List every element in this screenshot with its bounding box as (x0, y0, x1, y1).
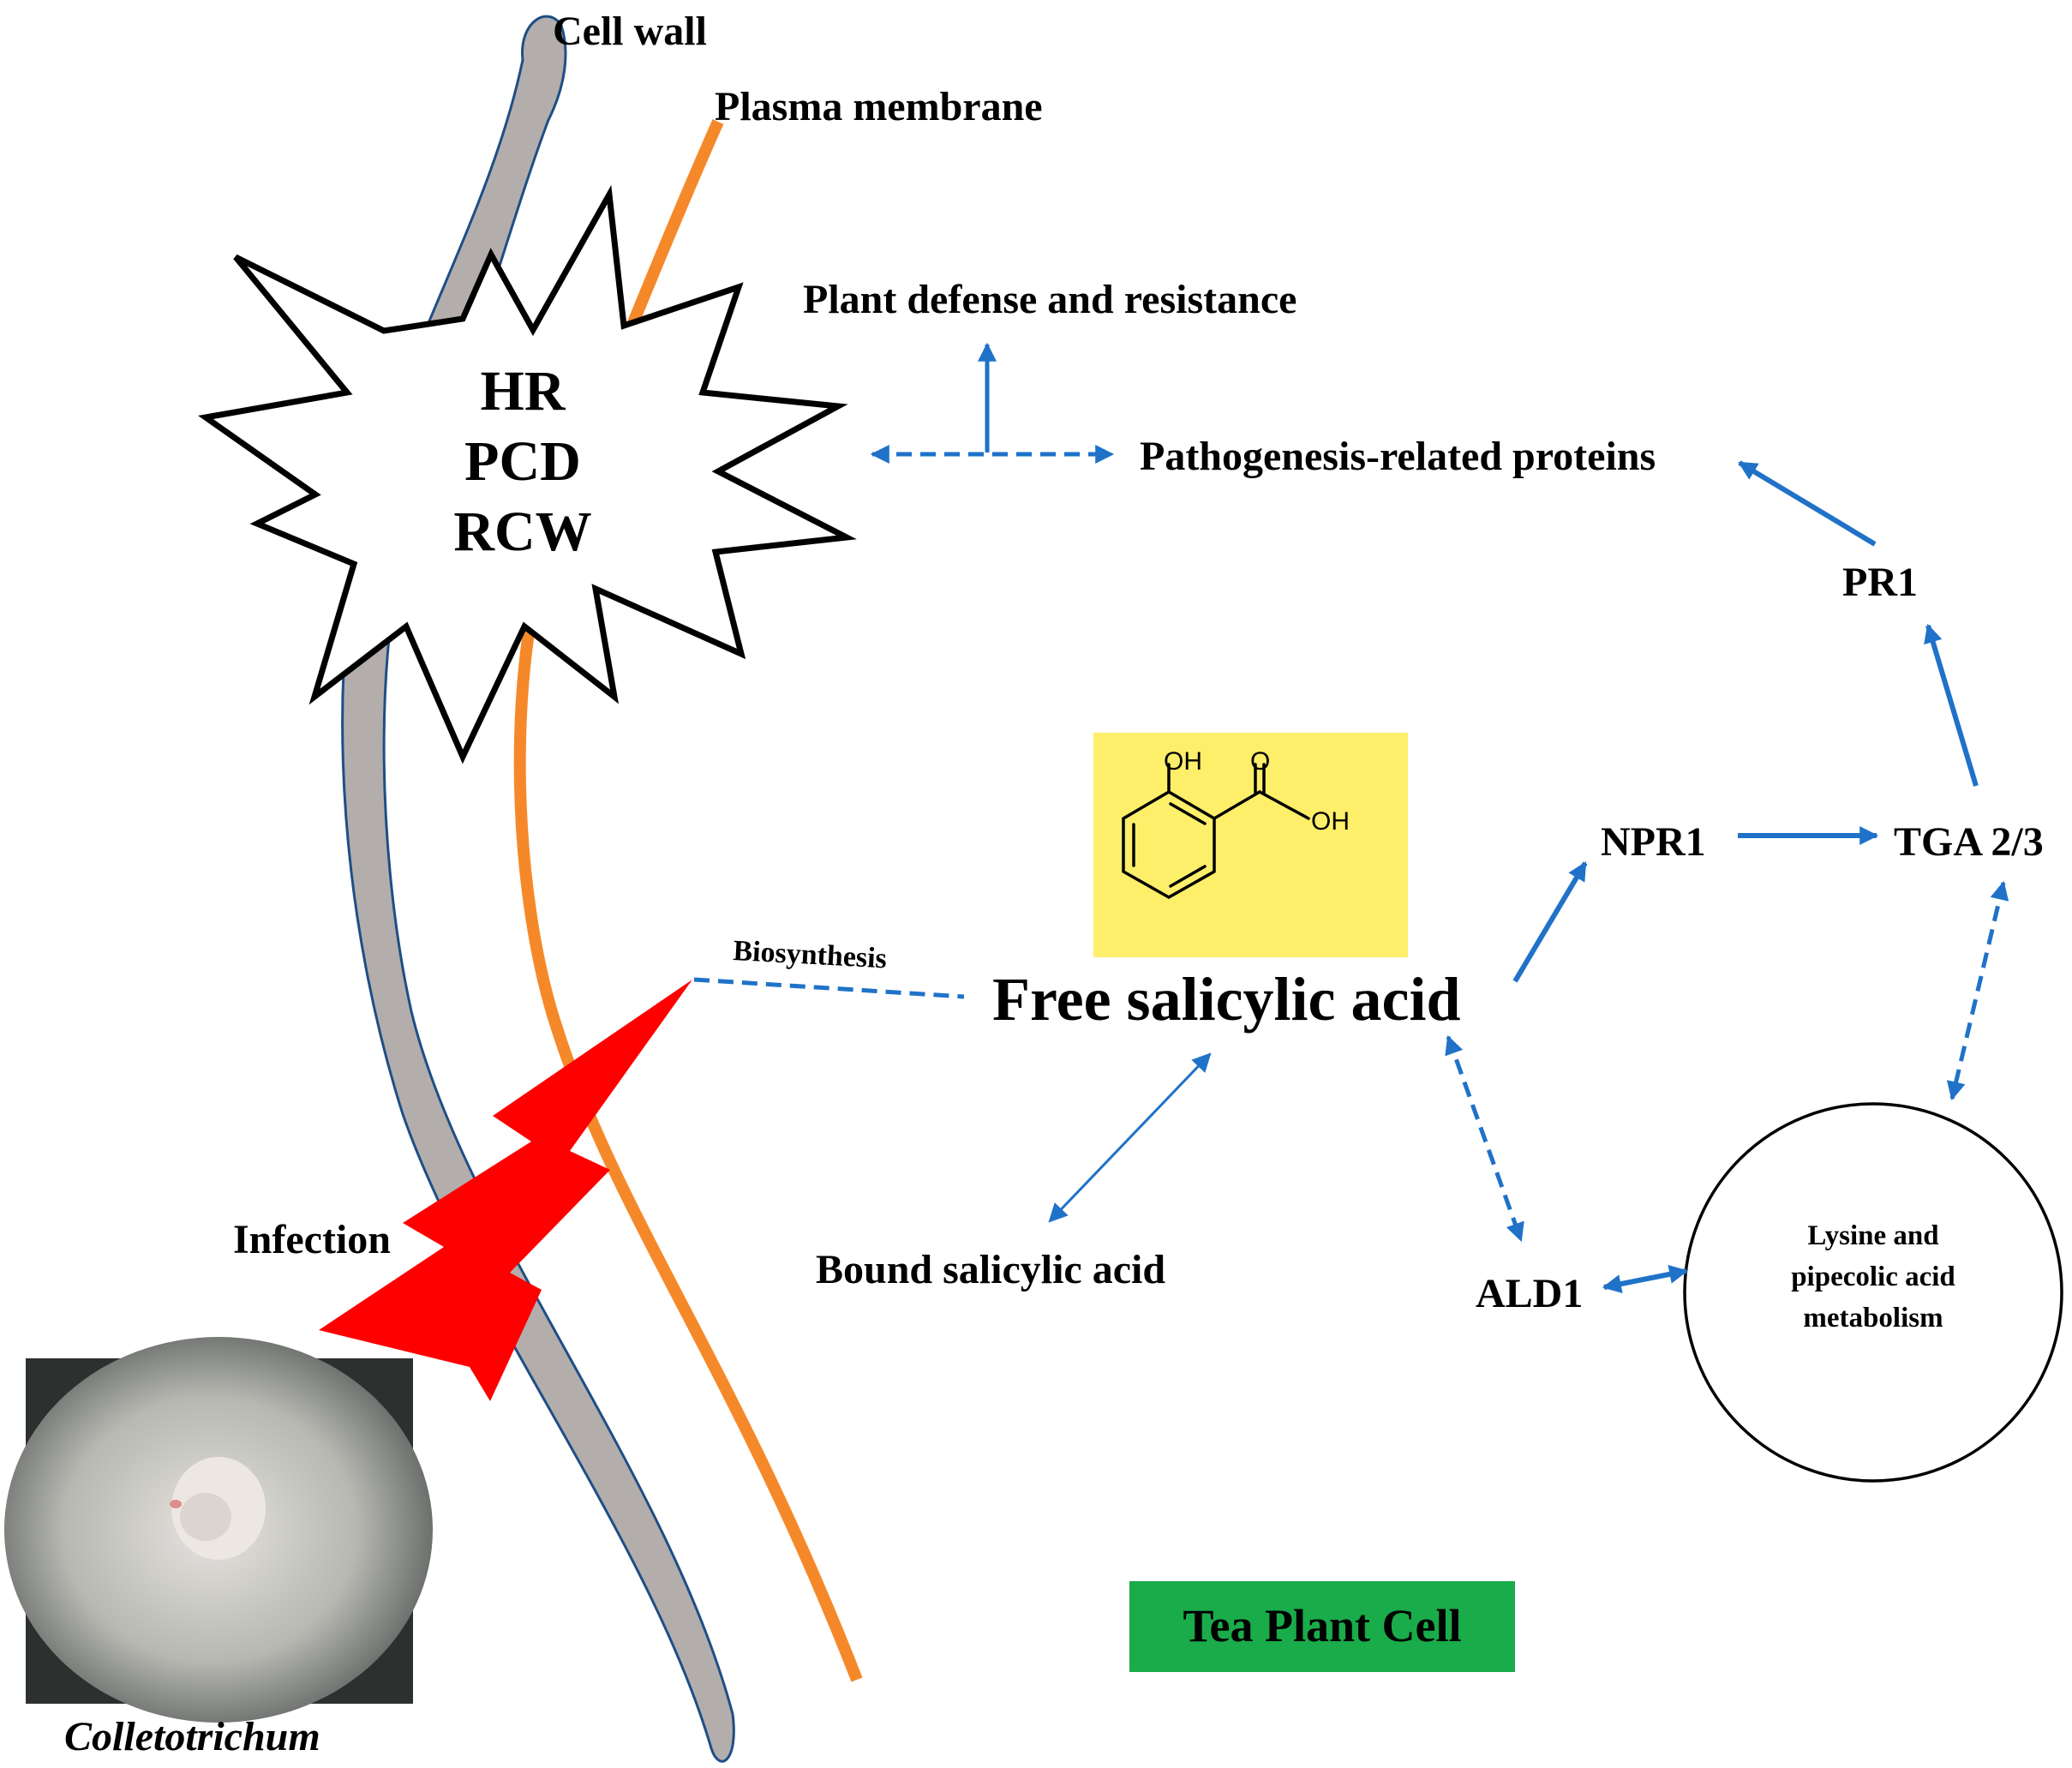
arrow-pr1-to-pr-proteins (1738, 460, 1877, 547)
colletotrichum-label: Colletotrichum (64, 1714, 320, 1759)
cell-wall-label: Cell wall (553, 9, 707, 54)
tea-plant-cell-box (1129, 1581, 1515, 1672)
arrow-free-sa-to-npr1 (1512, 861, 1588, 983)
arrow-ald1-to-circle (1602, 1265, 1689, 1293)
lysine-pipecolic-acid-circle (1683, 1102, 2063, 1483)
arrow-tga-to-circle (1946, 880, 2009, 1101)
biosynthesis-dashed-line (693, 977, 965, 999)
plasma-membrane-label: Plasma membrane (715, 84, 1043, 129)
arrow-tga-to-pr1 (1924, 623, 1979, 787)
circle-text-line3: metabolism (1803, 1303, 1943, 1333)
salicylic-acid-structure: OH O OH (1093, 733, 1408, 957)
arrows (693, 342, 2009, 1293)
free-salicylic-acid-label: Free salicylic acid (992, 965, 1461, 1034)
pr1-label: PR1 (1842, 560, 1918, 605)
star-text-rcw: RCW (453, 500, 591, 563)
arrow-free-sa-to-ald1 (1445, 1034, 1524, 1243)
plant-defense-label: Plant defense and resistance (803, 277, 1296, 322)
molecule-oh-acid: OH (1311, 807, 1350, 836)
infection-label: Infection (233, 1217, 391, 1262)
star-text-hr: HR (481, 360, 566, 423)
infection-lightning-icon (319, 980, 692, 1401)
tga-label: TGA 2/3 (1894, 819, 2044, 865)
arrow-free-sa-to-bound-sa (1048, 1052, 1212, 1223)
bound-salicylic-acid-label: Bound salicylic acid (816, 1247, 1165, 1292)
colletotrichum-culture-image (4, 1337, 433, 1723)
ald1-label: ALD1 (1476, 1271, 1583, 1316)
npr1-label: NPR1 (1601, 819, 1706, 865)
pr-proteins-label: Pathogenesis-related proteins (1140, 434, 1656, 479)
hr-pcd-rcw-star (198, 184, 857, 764)
molecule-o-double: O (1250, 747, 1270, 776)
star-text-pcd: PCD (464, 430, 581, 493)
molecule-oh-top: OH (1164, 747, 1202, 776)
biosynthesis-label: Biosynthesis (733, 935, 888, 974)
circle-text-line2: pipecolic acid (1791, 1262, 1955, 1292)
tea-plant-cell-label: Tea Plant Cell (1183, 1600, 1461, 1651)
circle-text-line1: Lysine and (1807, 1220, 1938, 1251)
